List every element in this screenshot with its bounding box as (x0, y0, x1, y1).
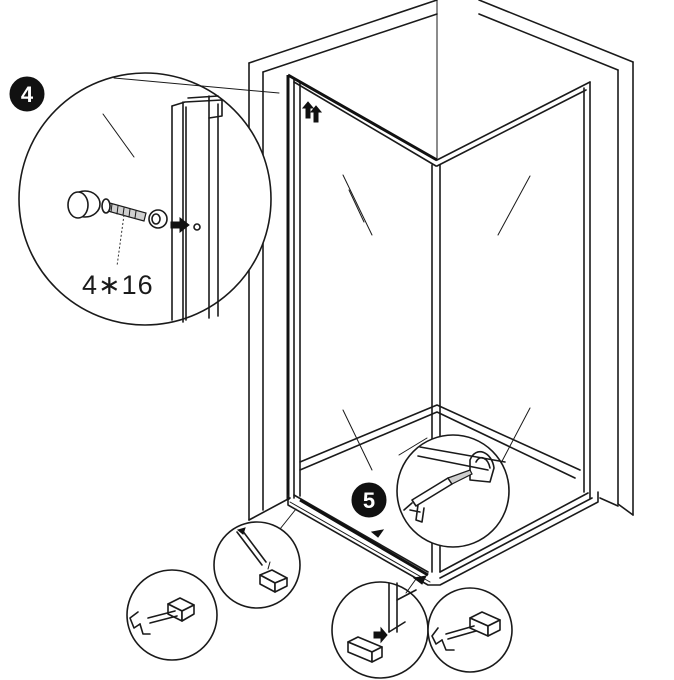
screw-size-label: 4∗16 (82, 270, 154, 300)
step-badge-4: 4 (9, 76, 45, 112)
step-number-5: 5 (363, 488, 375, 513)
shower-tray (287, 404, 599, 586)
detail-circle-step4 (18, 72, 280, 326)
step-badge-5: 5 (351, 482, 387, 518)
detail-circle-silicone (396, 434, 510, 548)
glass-reflections (342, 174, 531, 471)
detail-circle-bottom-left (213, 508, 301, 609)
detail-circle-far-left (126, 569, 218, 661)
detail-circle-far-right (427, 587, 513, 673)
direction-arrows-icon (301, 101, 427, 585)
detail-circle-bottom-middle (331, 578, 429, 679)
step-number-4: 4 (21, 82, 34, 107)
